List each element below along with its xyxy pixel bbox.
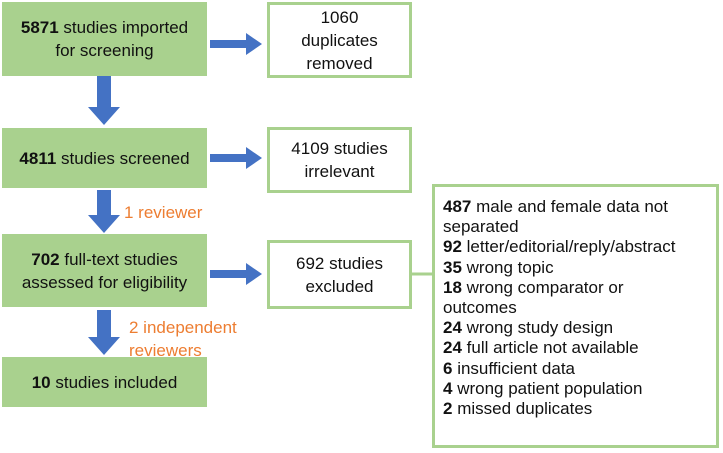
exclusion-reason-item: 18 wrong comparator or [443,278,716,298]
reason-text: wrong study design [461,318,614,338]
reason-count: 4 [443,378,453,398]
box-screened: 4811 studies screened [2,128,207,188]
exclusion-reason-item: 4 wrong patient population [443,379,716,399]
reason-count: 6 [443,358,453,378]
reason-count: 92 [443,237,462,257]
reason-count: 35 [443,257,462,277]
reason-text: insufficient data [452,358,576,378]
reason-text: outcomes [443,298,517,318]
exclusion-reason-item: 92 letter/editorial/reply/abstract [443,237,716,257]
reason-count: 18 [443,277,462,297]
exclusion-reason-item: 35 wrong topic [443,258,716,278]
exclusion-reason-item: 24 wrong study design [443,318,716,338]
exclusion-reason-item: 24 full article not available [443,338,716,358]
reason-text: separated [443,217,519,237]
exclusion-reason-item: outcomes [443,298,716,318]
reason-text: wrong comparator or [461,277,624,297]
arrow-fulltext-to-excluded [210,263,262,285]
exclusion-reason-item: 487 male and female data not [443,197,716,217]
reason-text: letter/editorial/reply/abstract [461,237,676,257]
reason-text: male and female data not [471,197,668,216]
reason-text: missed duplicates [452,399,593,419]
box-included: 10 studies included [2,357,207,407]
arrow-screened-to-fulltext [88,190,120,233]
arrow-fulltext-to-included [88,310,120,355]
arrow-screened-to-irrelevant [210,147,262,169]
reason-count: 487 [443,197,472,216]
label-one-reviewer: 1 reviewer [124,203,203,222]
arrow-imported-to-screened [88,76,120,125]
reason-text: wrong topic [461,257,554,277]
exclusion-reason-item: 6 insufficient data [443,359,716,379]
arrow-imported-to-duplicates [210,33,262,55]
reason-count: 2 [443,399,453,419]
reason-count: 24 [443,318,462,338]
reason-count: 24 [443,338,462,358]
reason-text: wrong patient population [452,378,643,398]
exclusion-reason-item: separated [443,217,716,237]
reason-text: full article not available [461,338,639,358]
exclusion-reason-item: 2 missed duplicates [443,399,716,419]
